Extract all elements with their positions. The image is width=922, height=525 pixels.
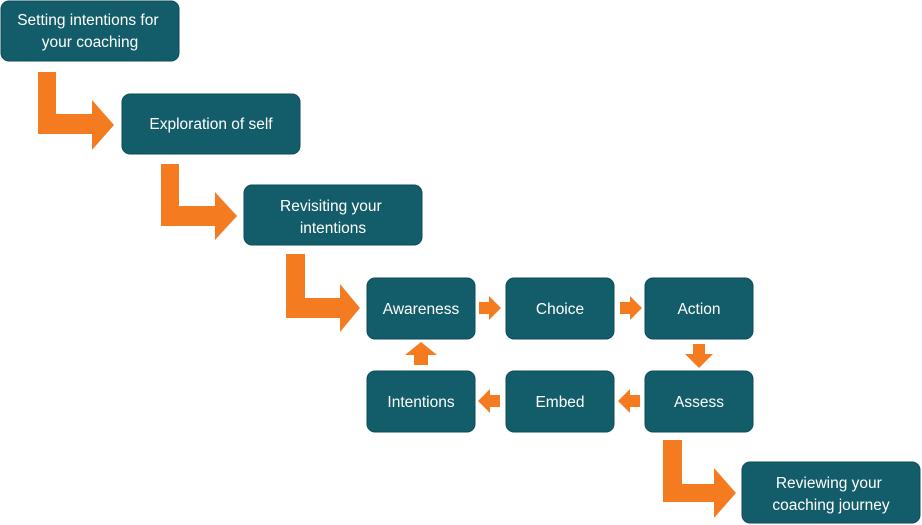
- step-embed: Embed: [505, 370, 615, 433]
- arrow-revisiting-to-awareness: [286, 254, 360, 332]
- step-revisiting-intentions-label: Revisiting your intentions: [280, 198, 386, 237]
- step-exploration-of-self: Exploration of self: [121, 93, 301, 155]
- step-exploration-of-self-label: Exploration of self: [149, 116, 273, 133]
- step-intentions: Intentions: [366, 370, 476, 433]
- arrow-assess-to-reviewing: [663, 440, 736, 518]
- connector-arrows: [38, 72, 736, 518]
- step-assess: Assess: [644, 370, 754, 433]
- step-awareness: Awareness: [366, 277, 476, 340]
- step-reviewing-journey: Reviewing your coaching journey: [741, 461, 921, 524]
- step-choice-label: Choice: [536, 301, 584, 318]
- arrow-awareness-to-choice: [479, 296, 501, 320]
- step-assess-label: Assess: [674, 394, 724, 411]
- step-choice: Choice: [505, 277, 615, 340]
- arrow-choice-to-action: [620, 296, 642, 320]
- step-revisiting-intentions: Revisiting your intentions: [243, 184, 423, 246]
- step-setting-intentions-label: Setting intentions for your coaching: [17, 12, 163, 51]
- step-intentions-label: Intentions: [387, 394, 454, 411]
- arrow-assess-to-embed: [618, 389, 640, 413]
- step-action: Action: [644, 277, 754, 340]
- step-setting-intentions: Setting intentions for your coaching: [0, 0, 180, 62]
- arrow-embed-to-intentions: [478, 389, 500, 413]
- step-reviewing-journey-label: Reviewing your coaching journey: [772, 475, 889, 514]
- step-embed-label: Embed: [535, 394, 584, 411]
- arrow-intentions-to-awareness: [405, 342, 437, 365]
- step-action-label: Action: [677, 301, 720, 318]
- arrow-exploration-to-revisiting: [161, 164, 237, 240]
- step-awareness-label: Awareness: [383, 301, 460, 318]
- arrow-setting-to-exploration: [38, 72, 114, 150]
- arrow-action-to-assess: [685, 344, 713, 368]
